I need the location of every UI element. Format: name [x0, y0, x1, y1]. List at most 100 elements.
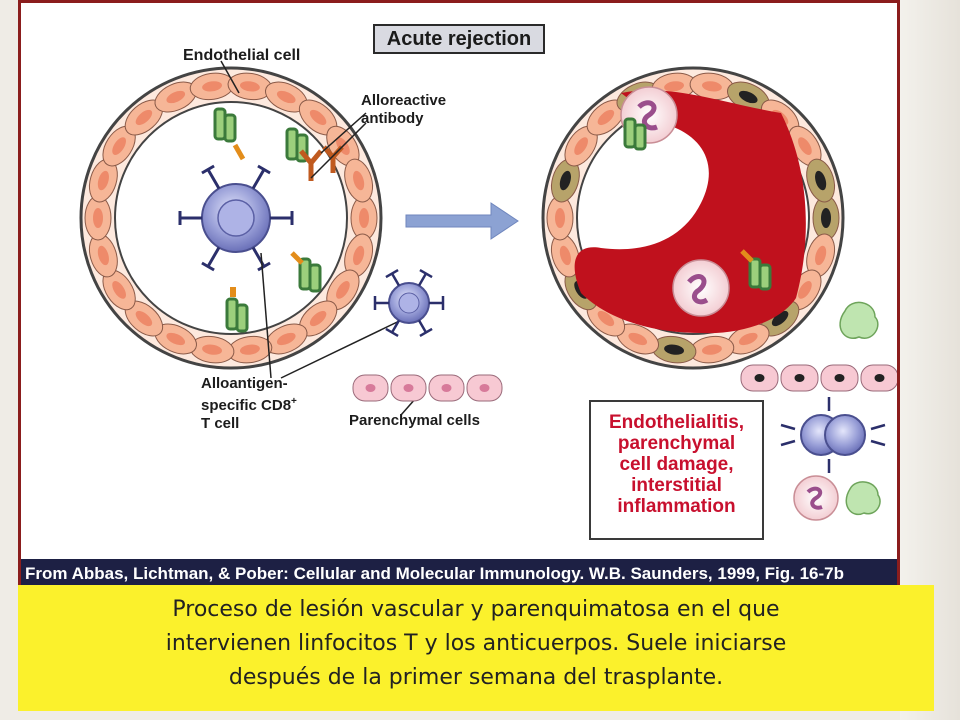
outcome-line3: cell damage,	[619, 454, 734, 475]
cell-nucleus	[754, 374, 765, 382]
t-cell-cluster	[780, 397, 886, 473]
cell-nucleus	[353, 170, 365, 191]
t-cell-receptor	[417, 268, 433, 287]
t-cell-receptor	[385, 319, 401, 338]
cell-nucleus	[309, 109, 327, 126]
cell-nucleus	[166, 332, 186, 346]
cell-nucleus	[771, 310, 789, 327]
cell-nucleus	[240, 81, 260, 92]
macrophage-2	[845, 481, 881, 516]
cell-nucleus	[97, 245, 109, 266]
cell-nucleus	[135, 310, 153, 327]
caption-line3: después de la primer semana del trasplan…	[228, 665, 724, 690]
cell-nucleus	[97, 170, 109, 191]
t-cell-receptor	[251, 164, 271, 190]
cell-nucleus	[276, 90, 296, 104]
caption-line1: Proceso de lesión vascular y parenquimat…	[172, 597, 780, 622]
label-tcell-superscript: +	[291, 396, 297, 407]
cell-nucleus	[112, 137, 126, 155]
cell-nucleus	[135, 109, 153, 126]
figure-illustration	[79, 60, 897, 521]
t-cell-receptor	[178, 211, 202, 225]
neutrophil-2	[672, 259, 730, 317]
cell-nucleus	[555, 208, 565, 228]
t-cell-receptor	[270, 211, 294, 225]
label-tcell-line2: specific CD8	[201, 397, 292, 414]
blood-clot	[574, 90, 806, 334]
cell-nucleus	[628, 332, 648, 346]
t-cell-receptor	[417, 319, 433, 338]
macrophage-1	[839, 301, 879, 340]
mhc-molecule-1	[213, 107, 246, 161]
mhc-molecule-3	[290, 251, 322, 293]
parenchymal-cell-row	[352, 374, 503, 402]
cell-nucleus	[353, 245, 365, 266]
label-antibody-line1: Alloreactive	[361, 92, 447, 109]
cell-nucleus	[702, 344, 722, 355]
label-alloreactive-antibody: Alloreactive antibody	[361, 92, 446, 128]
outcome-line4: interstitial	[631, 475, 722, 496]
label-tcell-line3: T cell	[201, 415, 240, 432]
damaged-vessel	[541, 66, 845, 370]
label-parenchymal-cells: Parenchymal cells	[349, 412, 480, 429]
endothelial-cell-ring	[84, 72, 378, 364]
label-cd8-t-cell: Alloantigen- specific CD8+ T cell	[201, 375, 297, 433]
cell-nucleus	[309, 310, 327, 327]
mhc-molecule-6	[740, 249, 772, 291]
cell-nucleus	[276, 332, 296, 346]
cell-nucleus	[798, 137, 812, 155]
cell-nucleus	[798, 281, 812, 299]
label-antibody-line2: antibody	[361, 110, 424, 127]
cell-nucleus	[336, 281, 350, 299]
citation-bar: From Abbas, Lichtman, & Pober: Cellular …	[21, 559, 897, 585]
cell-nucleus	[166, 90, 186, 104]
cell-nucleus	[559, 245, 571, 266]
cell-nucleus	[441, 384, 452, 392]
cell-nucleus	[359, 208, 369, 228]
t-cell-receptor	[201, 164, 221, 190]
cd8-t-cell	[178, 164, 294, 272]
cell-nucleus	[794, 374, 805, 382]
figure-panel: Acute rejection Endothelial cell Allorea…	[18, 0, 900, 585]
label-endothelial-cell: Endothelial cell	[183, 47, 301, 64]
cell-nucleus	[403, 384, 414, 392]
cell-nucleus	[815, 170, 827, 191]
outcome-line1: Endothelialitis,	[608, 412, 745, 433]
damaged-parenchymal-row	[740, 364, 897, 392]
cell-nucleus	[240, 344, 260, 355]
cell-nucleus	[738, 90, 758, 104]
cell-nucleus	[874, 374, 885, 382]
t-cell-receptor	[373, 296, 389, 310]
cd8-t-cell-small	[373, 268, 445, 338]
cell-nucleus	[821, 208, 831, 228]
outcome-box: Endothelialitis, parenchymal cell damage…	[589, 400, 764, 540]
cell-nucleus	[738, 332, 758, 346]
caption-box: Proceso de lesión vascular y parenquimat…	[18, 585, 934, 711]
cell-nucleus	[702, 81, 722, 92]
cell-nucleus	[479, 384, 490, 392]
progression-arrow	[405, 202, 519, 240]
cell-nucleus	[664, 81, 684, 92]
figure-title: Acute rejection	[373, 24, 545, 54]
label-tcell-line1: Alloantigen-	[201, 375, 288, 392]
neutrophil-3	[793, 475, 839, 521]
cell-nucleus	[559, 170, 571, 191]
cell-nucleus	[202, 81, 222, 92]
cell-nucleus	[664, 344, 684, 355]
cell-nucleus	[365, 384, 376, 392]
cell-nucleus	[574, 137, 588, 155]
cell-nucleus	[597, 109, 615, 126]
outcome-line2: parenchymal	[617, 433, 736, 454]
t-cell-receptor	[429, 296, 445, 310]
cell-nucleus	[834, 374, 845, 382]
cell-nucleus	[202, 344, 222, 355]
cell-nucleus	[815, 245, 827, 266]
outcome-line5: inflammation	[617, 496, 736, 517]
mhc-molecule-4	[225, 287, 249, 333]
cell-nucleus	[112, 281, 126, 299]
mhc-molecule-5	[623, 117, 647, 151]
caption-line2: intervienen linfocitos T y los anticuerp…	[165, 631, 787, 656]
t-cell-receptor	[201, 246, 221, 272]
t-cell-receptor	[385, 268, 401, 287]
cell-nucleus	[93, 208, 103, 228]
